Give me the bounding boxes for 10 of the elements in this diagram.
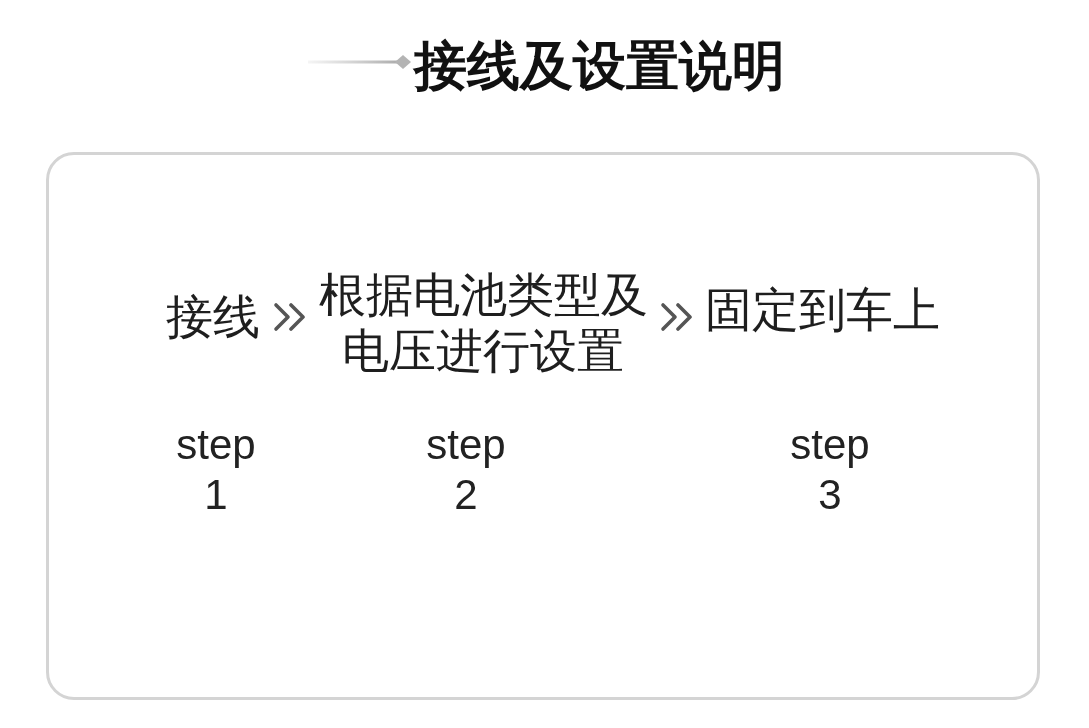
step-title: 固定到车上 <box>705 282 941 338</box>
step-caption: step 1 <box>175 420 257 520</box>
step-caption: step 2 <box>425 420 507 520</box>
chevron-arrow <box>661 303 692 331</box>
step-title: 接线 <box>166 289 261 345</box>
step-caption: step 3 <box>789 420 871 520</box>
diagram-title: 接线及设置说明 <box>414 34 785 98</box>
chevron-arrow <box>274 303 305 331</box>
step-title: 根据电池类型及电压进行设置 <box>317 267 649 379</box>
card-panel <box>46 152 1040 700</box>
